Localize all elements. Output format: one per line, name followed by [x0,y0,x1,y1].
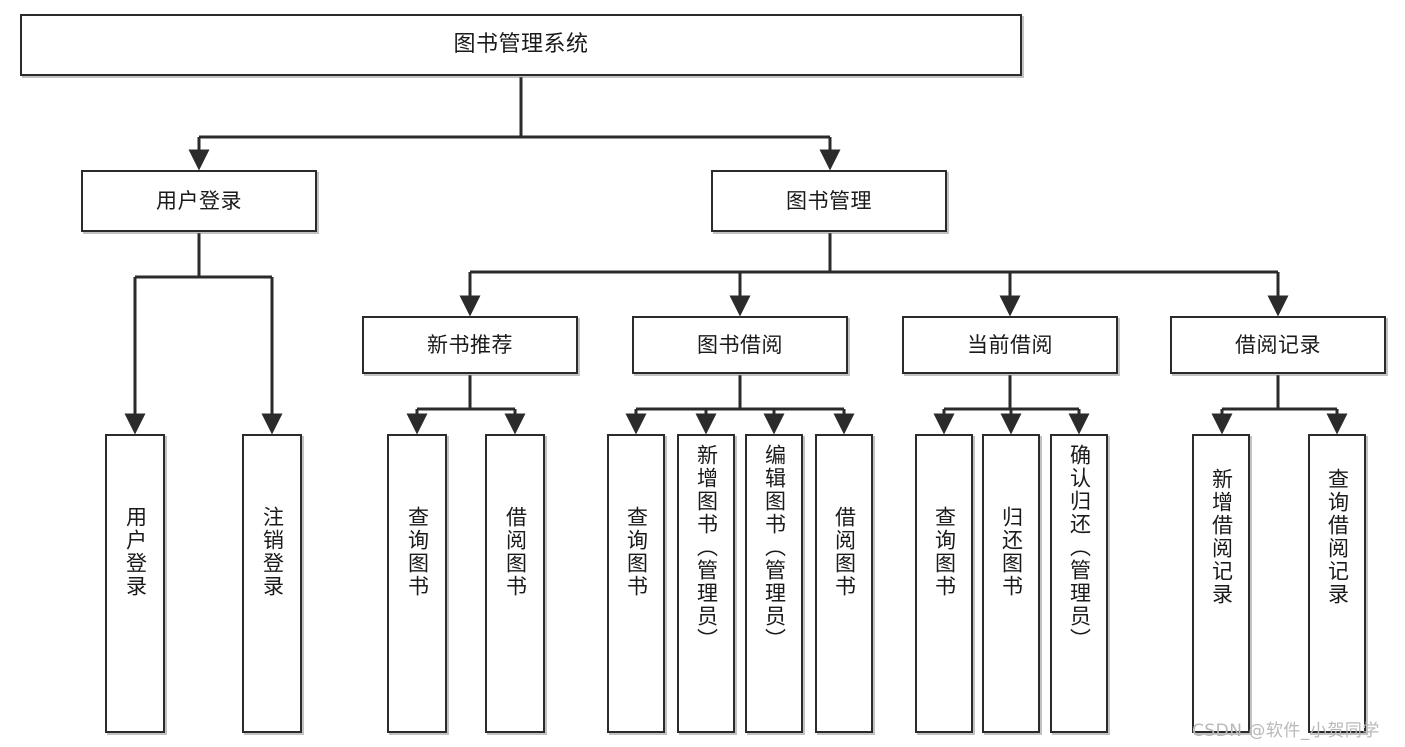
node-label: 图书管理 [786,188,872,213]
node-leaf-borrow-book-nb[interactable]: 借阅图书 [485,434,545,733]
node-label: 新书推荐 [427,332,513,357]
node-leaf-query-book-nb[interactable]: 查询图书 [387,434,447,733]
node-current-borrow[interactable]: 当前借阅 [902,316,1118,374]
node-leaf-add-book-admin[interactable]: 新增图书（管理员） [677,434,735,733]
node-leaf-query-book-cb[interactable]: 查询图书 [915,434,973,733]
node-leaf-query-book-bb[interactable]: 查询图书 [607,434,665,733]
node-leaf-query-borrow-record[interactable]: 查询借阅记录 [1308,434,1366,733]
node-label: 图书管理系统 [453,32,589,58]
node-label: 确认归还（管理员） [1067,444,1092,651]
node-leaf-user-login[interactable]: 用户登录 [105,434,165,733]
node-label: 借阅图书 [832,506,857,598]
node-label: 查询借阅记录 [1325,468,1350,606]
node-root-book-management-system[interactable]: 图书管理系统 [20,14,1022,76]
node-label: 用户登录 [123,506,148,598]
node-label: 借阅图书 [503,506,528,598]
node-label: 归还图书 [999,506,1024,598]
node-label: 图书借阅 [697,332,783,357]
node-leaf-return-book[interactable]: 归还图书 [982,434,1040,733]
node-leaf-confirm-return-admin[interactable]: 确认归还（管理员） [1050,434,1108,733]
node-label: 当前借阅 [967,332,1053,357]
node-book-management[interactable]: 图书管理 [711,170,947,232]
node-borrow-record[interactable]: 借阅记录 [1170,316,1386,374]
node-leaf-edit-book-admin[interactable]: 编辑图书（管理员） [745,434,803,733]
node-label: 用户登录 [156,188,242,213]
node-label: 新增借阅记录 [1209,468,1234,606]
node-book-borrow[interactable]: 图书借阅 [632,316,848,374]
csdn-watermark: CSDN @软件_小贺同学 [1192,721,1380,741]
node-label: 查询图书 [405,506,430,598]
node-new-book-recommend[interactable]: 新书推荐 [362,316,578,374]
node-label: 查询图书 [624,506,649,598]
node-label: 新增图书（管理员） [694,444,719,651]
node-leaf-add-borrow-record[interactable]: 新增借阅记录 [1192,434,1250,733]
node-leaf-logout[interactable]: 注销登录 [242,434,302,733]
node-label: 借阅记录 [1235,332,1321,357]
node-leaf-borrow-book-bb[interactable]: 借阅图书 [815,434,873,733]
node-label: 查询图书 [932,506,957,598]
node-label: 编辑图书（管理员） [762,444,787,651]
node-label: 注销登录 [260,506,285,598]
node-user-login[interactable]: 用户登录 [81,170,317,232]
